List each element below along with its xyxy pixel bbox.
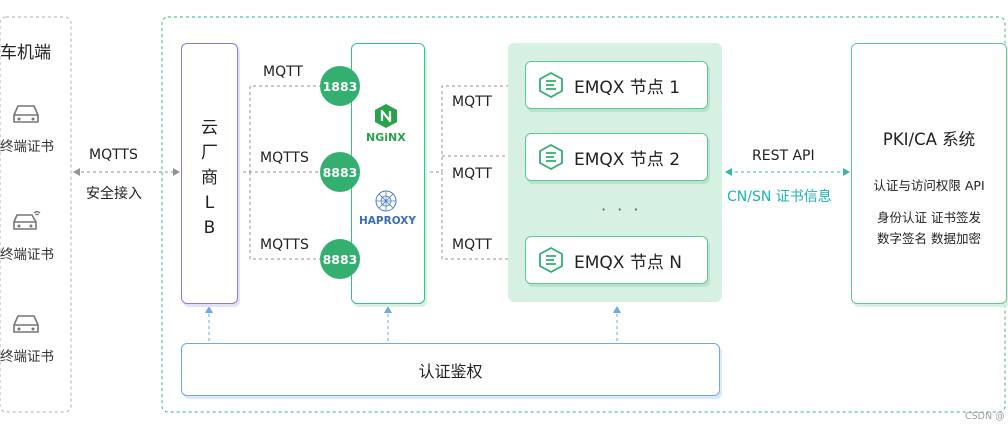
proxy-to-nodeN-link — [441, 172, 523, 260]
link-protocol-label: MQTTS — [260, 237, 309, 253]
emqx-node: EMQX 节点 N — [525, 236, 708, 284]
vehicle-protocol-label: MQTTS — [89, 147, 138, 163]
cloud-lb-label: 云 厂 商 L B — [201, 118, 218, 238]
nginx-logo-icon — [375, 104, 397, 128]
pki-ca-title: PKI/CA 系统 — [882, 130, 976, 149]
emqx-node: EMQX 节点 1 — [525, 61, 708, 109]
proxy-box — [351, 43, 425, 304]
pki-ca-feature-line: 数字签名 数据加密 — [877, 231, 981, 246]
emqx-node-label: EMQX 节点 1 — [574, 77, 681, 98]
terminal-cert-label: 终端证书 — [0, 139, 54, 155]
terminal-cert-label: 终端证书 — [0, 349, 54, 365]
lb-to-8883b-link — [249, 172, 320, 260]
nginx-wordmark: NGiNX — [366, 131, 406, 144]
proxy-to-node1-link — [441, 85, 523, 172]
emqx-node-label: EMQX 节点 N — [574, 252, 682, 273]
node-protocol-label: MQTT — [452, 94, 492, 110]
vehicle-group-outline — [0, 16, 72, 413]
pki-ca-api-label: 认证与访问权限 API — [873, 178, 985, 193]
arrow-up-icon — [384, 306, 392, 313]
link-protocol-label: MQTTS — [260, 150, 309, 166]
port-badge: 1883 — [320, 66, 360, 106]
port-badge: 8883 — [320, 239, 360, 279]
port-badge: 8883 — [320, 152, 360, 192]
emqx-logo-icon — [539, 144, 563, 170]
haproxy-wordmark: HAPROXY — [359, 215, 416, 227]
secure-access-label: 安全接入 — [86, 186, 142, 202]
arrow-left-icon — [73, 168, 80, 176]
car-icon — [13, 315, 39, 333]
arrow-right-icon — [173, 168, 180, 176]
cloud-group-outline — [161, 16, 1006, 413]
more-nodes-ellipsis: · · · — [601, 200, 642, 219]
rest-api-label: REST API — [752, 148, 815, 164]
haproxy-logo-icon — [375, 190, 397, 212]
node-protocol-label: MQTT — [452, 237, 492, 253]
cloud-lb-box: 云 厂 商 L B — [181, 43, 238, 304]
emqx-logo-icon — [539, 72, 563, 98]
arrow-left-icon — [725, 168, 732, 176]
connected-car-icon — [13, 210, 41, 230]
car-icon — [13, 105, 39, 123]
auth-box: 认证鉴权 — [181, 343, 720, 396]
arrow-right-icon — [843, 168, 850, 176]
emqx-logo-icon — [539, 247, 563, 273]
cert-info-label: CN/SN 证书信息 — [727, 189, 832, 205]
arrow-up-icon — [205, 306, 213, 313]
emqx-node-label: EMQX 节点 2 — [574, 149, 681, 170]
terminal-cert-label: 终端证书 — [0, 247, 54, 263]
pki-ca-feature-line: 身份认证 证书签发 — [877, 210, 981, 225]
vehicle-title: 车机端 — [0, 43, 51, 63]
watermark: CSDN @ — [965, 411, 1005, 422]
pki-ca-box: PKI/CA 系统 认证与访问权限 API 身份认证 证书签发 数字签名 数据加… — [851, 43, 1007, 304]
emqx-node: EMQX 节点 2 — [525, 133, 708, 181]
link-protocol-label: MQTT — [263, 64, 303, 80]
node-protocol-label: MQTT — [452, 166, 492, 182]
auth-label: 认证鉴权 — [418, 361, 483, 381]
arrow-up-icon — [613, 306, 621, 313]
